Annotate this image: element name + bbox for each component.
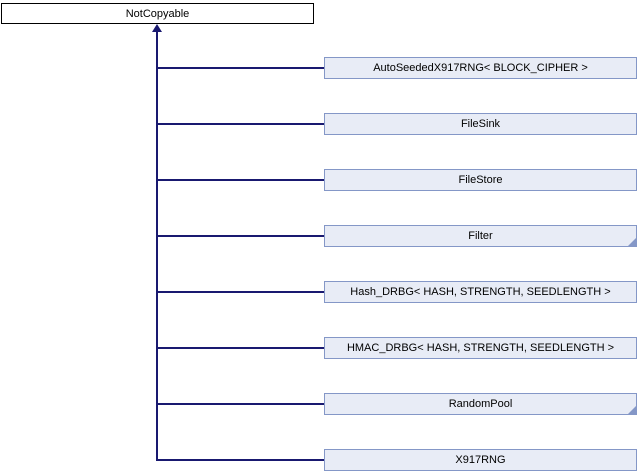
truncation-corner-icon	[628, 406, 636, 414]
branch-line	[157, 123, 324, 125]
inheritance-trunk-line	[156, 28, 158, 461]
derived-class-label: X917RNG	[455, 454, 506, 466]
branch-line	[157, 67, 324, 69]
derived-class-label: RandomPool	[448, 398, 513, 410]
derived-class-label: FileStore	[458, 174, 503, 186]
derived-class-node[interactable]: Filter	[324, 225, 637, 247]
derived-class-node[interactable]: HMAC_DRBG< HASH, STRENGTH, SEEDLENGTH >	[324, 337, 637, 359]
branch-line	[157, 347, 324, 349]
derived-class-label: AutoSeededX917RNG< BLOCK_CIPHER >	[373, 62, 588, 74]
derived-class-node[interactable]: Hash_DRBG< HASH, STRENGTH, SEEDLENGTH >	[324, 281, 637, 303]
branch-line	[157, 459, 324, 461]
derived-class-label: FileSink	[460, 118, 501, 130]
derived-class-node[interactable]: FileSink	[324, 113, 637, 135]
branch-line	[157, 235, 324, 237]
derived-class-label: HMAC_DRBG< HASH, STRENGTH, SEEDLENGTH >	[346, 342, 615, 354]
derived-class-label: Hash_DRBG< HASH, STRENGTH, SEEDLENGTH >	[350, 286, 611, 298]
branch-line	[157, 291, 324, 293]
derived-class-node[interactable]: FileStore	[324, 169, 637, 191]
branch-line	[157, 403, 324, 405]
truncation-corner-icon	[628, 238, 636, 246]
derived-class-node[interactable]: X917RNG	[324, 449, 637, 471]
base-class-label: NotCopyable	[125, 7, 190, 20]
derived-class-label: Filter	[468, 230, 493, 242]
base-class-node[interactable]: NotCopyable	[1, 3, 314, 24]
derived-class-node[interactable]: RandomPool	[324, 393, 637, 415]
branch-line	[157, 179, 324, 181]
derived-class-node[interactable]: AutoSeededX917RNG< BLOCK_CIPHER >	[324, 57, 637, 79]
